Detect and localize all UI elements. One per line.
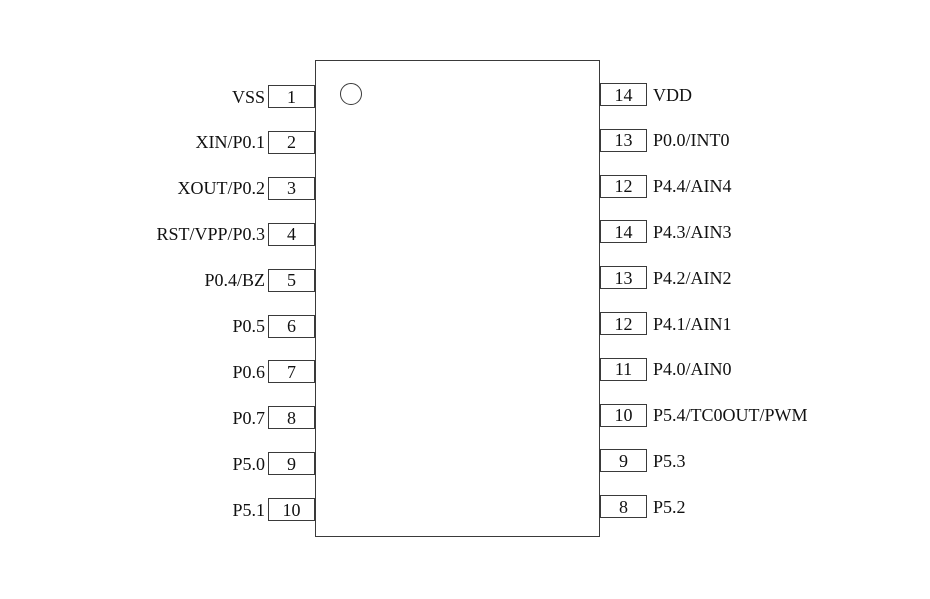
- pin-row: XIN/P0.1 2: [0, 130, 315, 154]
- pin-row: 8 P5.2: [600, 495, 686, 519]
- pin-row: 11 P4.0/AIN0: [600, 357, 732, 381]
- pin-number-box: 9: [600, 449, 647, 473]
- pin-number-box: 6: [268, 314, 315, 338]
- pin-label: P0.7: [232, 407, 265, 428]
- pin-number-box: 13: [600, 266, 647, 290]
- pin-number-box: 4: [268, 222, 315, 246]
- pin-number: 10: [282, 499, 301, 520]
- pin-row: 14 P4.3/AIN3: [600, 220, 732, 244]
- pin-label: P5.4/TC0OUT/PWM: [653, 405, 808, 426]
- pin-number: 13: [614, 267, 633, 288]
- pin-label: P4.2/AIN2: [653, 267, 732, 288]
- pin1-indicator-circle: [340, 83, 362, 105]
- pin-label: P4.3/AIN3: [653, 221, 732, 242]
- chip-body: [315, 60, 600, 537]
- pin-row: RST/VPP/P0.3 4: [0, 222, 315, 246]
- pin-number: 10: [614, 405, 633, 426]
- pin-label: P5.2: [653, 496, 686, 517]
- pin-number-box: 14: [600, 83, 647, 106]
- pin-number: 5: [287, 270, 296, 291]
- pin-row: XOUT/P0.2 3: [0, 176, 315, 200]
- pin-row: 13 P0.0/INT0: [600, 128, 730, 152]
- pin-row: P0.7 8: [0, 406, 315, 430]
- pin-label: P4.4/AIN4: [653, 176, 732, 197]
- pin-number: 14: [614, 221, 633, 242]
- pin-number-box: 5: [268, 268, 315, 292]
- pin-row: 13 P4.2/AIN2: [600, 266, 732, 290]
- pin-number-box: 9: [268, 452, 315, 476]
- pin-row: 9 P5.3: [600, 449, 686, 473]
- pin-label: XOUT/P0.2: [177, 178, 265, 199]
- pin-row: 12 P4.4/AIN4: [600, 174, 732, 198]
- pin-label: P0.4/BZ: [204, 270, 265, 291]
- pin-label: VDD: [653, 84, 692, 105]
- pin-label: RST/VPP/P0.3: [156, 224, 265, 245]
- pin-number-box: 10: [268, 498, 315, 522]
- pin-label: P0.5: [232, 316, 265, 336]
- pin-number-box: 7: [268, 360, 315, 384]
- pin-label: P5.0: [232, 453, 265, 474]
- pin-label: P5.1: [232, 499, 265, 520]
- pin-row: P5.1 10: [0, 498, 315, 522]
- pin-number: 6: [287, 316, 296, 336]
- pin-label: P0.0/INT0: [653, 130, 730, 151]
- pin-number-box: 8: [268, 406, 315, 430]
- pin-label: P4.0/AIN0: [653, 359, 732, 380]
- pin-number-box: 1: [268, 85, 315, 108]
- pin-number: 8: [619, 496, 628, 517]
- pin-number: 12: [614, 176, 633, 197]
- pin-row: P0.5 6: [0, 314, 315, 338]
- pin-number: 1: [287, 86, 296, 107]
- pin-number: 8: [287, 407, 296, 428]
- pin-number-box: 13: [600, 128, 647, 152]
- pin-row: VSS 1: [0, 85, 315, 109]
- pin-row: 14 VDD: [600, 83, 692, 107]
- pin-number-box: 12: [600, 174, 647, 198]
- pin-number: 2: [287, 132, 296, 153]
- pin-label: P4.1/AIN1: [653, 313, 732, 334]
- pin-row: 12 P4.1/AIN1: [600, 312, 732, 336]
- pin-row: P5.0 9: [0, 452, 315, 476]
- pin-number-box: 11: [600, 357, 647, 381]
- pin-number-box: 14: [600, 220, 647, 244]
- pin-row: P0.6 7: [0, 360, 315, 384]
- pin-number: 9: [287, 453, 296, 474]
- pin-number-box: 2: [268, 130, 315, 154]
- pin-number-box: 12: [600, 312, 647, 335]
- pin-row: P0.4/BZ 5: [0, 268, 315, 292]
- pin-number-box: 8: [600, 495, 647, 519]
- pin-number-box: 10: [600, 403, 647, 427]
- pin-label: VSS: [231, 86, 265, 107]
- pin-number: 9: [619, 450, 628, 471]
- pin-number-box: 3: [268, 176, 315, 200]
- pin-number: 7: [287, 361, 296, 382]
- pin-label: P5.3: [653, 450, 686, 471]
- pin-number: 12: [614, 313, 633, 334]
- pin-row: 10 P5.4/TC0OUT/PWM: [600, 403, 808, 427]
- pin-number: 11: [614, 359, 633, 380]
- pin-number: 3: [287, 178, 296, 199]
- pin-number: 13: [614, 130, 633, 151]
- pin-label: XIN/P0.1: [195, 132, 265, 153]
- pin-label: P0.6: [232, 361, 265, 382]
- pin-number: 14: [614, 84, 633, 105]
- pin-number: 4: [287, 224, 296, 245]
